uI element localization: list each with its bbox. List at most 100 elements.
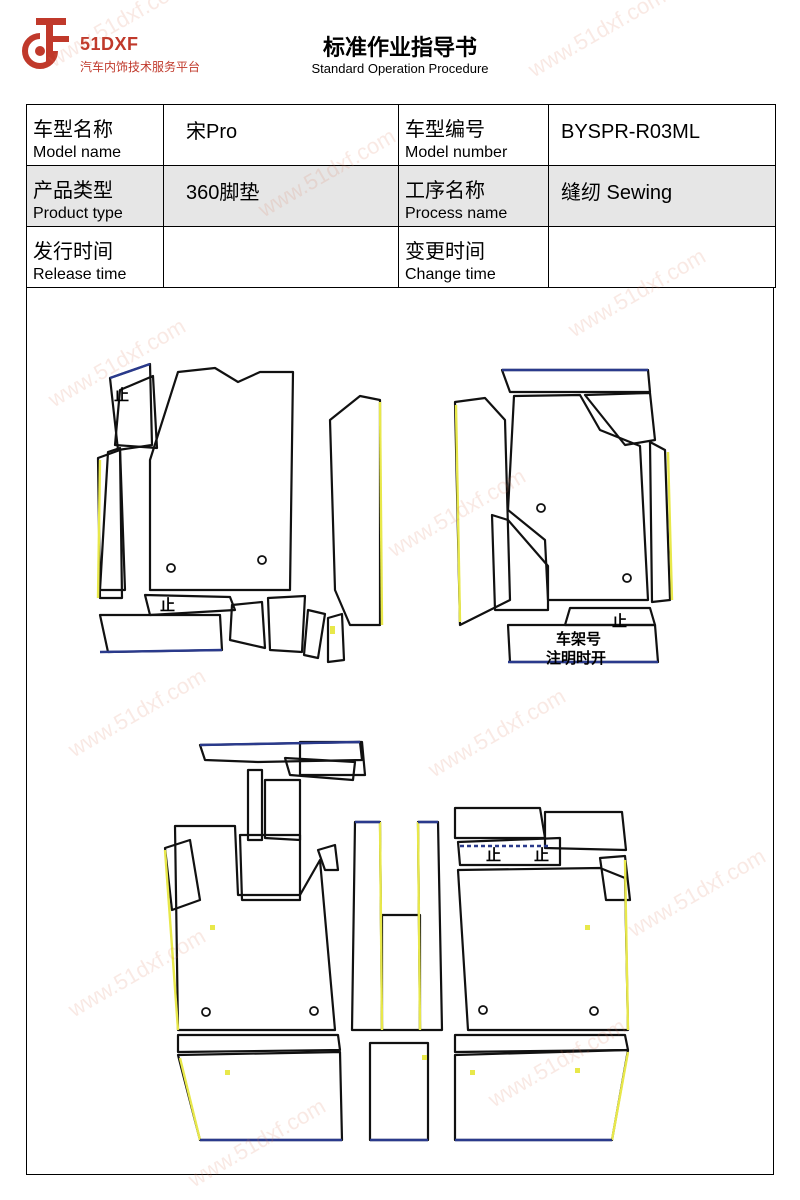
process-name-label-cell: 工序名称 Process name	[398, 165, 549, 227]
locator-mark	[470, 1070, 475, 1075]
mat-piece	[266, 594, 307, 654]
sewing-edge	[610, 1051, 630, 1141]
mat-piece	[598, 854, 632, 902]
sewing-edge	[666, 451, 674, 601]
mat-piece	[506, 393, 650, 602]
release-time-label: 发行时间	[33, 239, 113, 263]
info-row-time: 发行时间 Release time 变更时间 Change time	[26, 226, 776, 288]
mat-piece	[176, 1050, 344, 1142]
mat-piece	[490, 513, 550, 612]
mat-piece	[350, 820, 384, 1032]
product-type-value-cell: 360脚垫	[163, 165, 399, 227]
sewing-edge	[454, 404, 462, 623]
mat-piece	[416, 820, 444, 1032]
fixing-hole	[478, 1005, 488, 1015]
mat-piece	[263, 778, 302, 842]
mat-piece	[238, 833, 302, 902]
stop-mark: 止	[486, 846, 502, 864]
change-time-value-cell	[548, 226, 776, 288]
mat-piece	[302, 608, 327, 660]
model-number-label-en: Model number	[405, 144, 508, 161]
binding-edge	[199, 740, 361, 747]
product-type-value: 360脚垫	[186, 182, 260, 204]
mat-piece	[143, 593, 237, 617]
mat-piece	[500, 368, 652, 394]
sewing-edge	[623, 859, 630, 1031]
product-type-label-cell: 产品类型 Product type	[26, 165, 164, 227]
model-number-value-cell: BYSPR-R03ML	[548, 104, 776, 166]
info-row-product: 产品类型 Product type 360脚垫 工序名称 Process nam…	[26, 165, 776, 227]
document-subtitle: Standard Operation Procedure	[311, 61, 489, 76]
mat-piece	[326, 612, 346, 664]
model-number-label-cell: 车型编号 Model number	[398, 104, 549, 166]
fixing-hole	[201, 1007, 211, 1017]
document-header: 51DXF 汽车内饰技术服务平台 标准作业指导书 Standard Operat…	[0, 0, 800, 100]
mat-piece	[98, 613, 224, 654]
release-time-value-cell	[163, 226, 399, 288]
mat-piece	[328, 394, 382, 627]
locator-mark	[422, 1055, 427, 1060]
sewing-edge	[416, 821, 422, 1031]
mat-piece	[246, 768, 264, 842]
locator-mark	[210, 925, 215, 930]
locator-mark	[585, 925, 590, 930]
mat-piece	[453, 1033, 630, 1054]
mat-piece	[98, 446, 127, 592]
mat-piece	[453, 396, 512, 627]
mat-piece	[456, 836, 562, 867]
model-number-value: BYSPR-R03ML	[561, 121, 700, 143]
change-time-label-cell: 变更时间 Change time	[398, 226, 549, 288]
binding-edge	[99, 648, 223, 654]
mat-piece	[380, 913, 422, 1032]
process-name-label: 工序名称	[405, 178, 485, 202]
mat-piece	[148, 366, 295, 592]
mat-piece	[563, 606, 657, 627]
mat-piece	[316, 843, 340, 872]
sewing-edge	[163, 849, 180, 1031]
fixing-hole	[622, 573, 632, 583]
fixing-hole	[309, 1006, 319, 1016]
mat-piece	[583, 391, 657, 447]
model-name-value: 宋Pro	[186, 121, 238, 143]
info-table: 车型名称 Model name 宋Pro 车型编号 Model number B…	[26, 104, 776, 288]
fixing-hole	[536, 503, 546, 513]
sewing-edge	[378, 821, 384, 1031]
fixing-hole	[257, 555, 267, 565]
process-name-value-cell: 缝纫 Sewing	[548, 165, 776, 227]
product-type-label-en: Product type	[33, 205, 123, 222]
mat-piece	[543, 810, 628, 852]
model-name-label: 车型名称	[33, 117, 113, 141]
locator-mark	[225, 1070, 230, 1075]
mat-piece	[176, 1033, 342, 1054]
document-title: 标准作业指导书	[322, 36, 477, 61]
stop-mark: 止	[114, 386, 130, 404]
sewing-edge	[378, 401, 384, 626]
brand-subtitle: 汽车内饰技术服务平台	[80, 60, 201, 74]
locator-mark	[575, 1068, 580, 1073]
change-time-label-en: Change time	[405, 266, 496, 283]
vin-note-line2: 注明时开	[546, 649, 607, 667]
mat-piece	[648, 440, 672, 604]
brand-logo-icon	[22, 18, 69, 69]
stop-mark: 止	[534, 846, 550, 864]
process-name-value: 缝纫 Sewing	[561, 182, 673, 204]
model-number-label: 车型编号	[405, 117, 485, 141]
process-name-label-en: Process name	[405, 205, 508, 222]
fixing-hole	[166, 563, 176, 573]
model-name-label-en: Model name	[33, 144, 122, 161]
product-type-label: 产品类型	[33, 178, 113, 202]
release-time-label-en: Release time	[33, 266, 127, 283]
pattern-diagram-panel	[26, 287, 774, 1175]
mat-piece	[453, 1048, 630, 1142]
sewing-edge	[96, 459, 102, 599]
sewing-edge	[178, 1057, 202, 1141]
mat-piece	[228, 600, 267, 650]
change-time-label: 变更时间	[405, 239, 485, 263]
fixing-hole	[589, 1006, 599, 1016]
mat-piece	[113, 374, 159, 450]
stop-mark: 止	[612, 612, 628, 630]
vin-note-line1: 车架号	[556, 630, 602, 648]
binding-edge	[109, 362, 151, 380]
mat-piece	[173, 824, 337, 1032]
